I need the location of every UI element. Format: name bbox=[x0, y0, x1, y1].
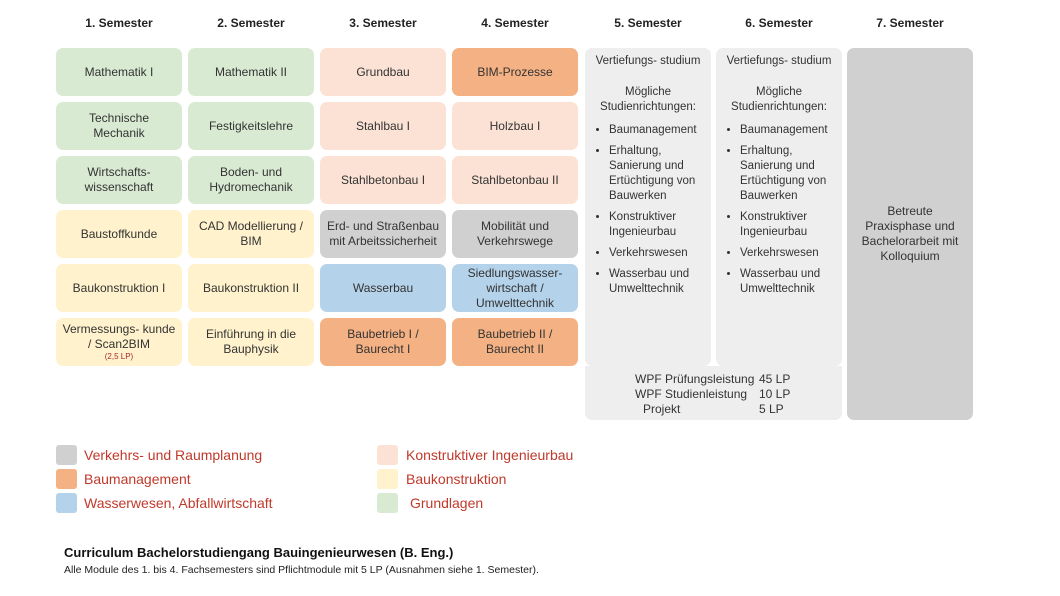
studienrichtungen-list: Baumanagement Erhaltung, Sanierung und E… bbox=[593, 123, 703, 297]
module-boden-hydromechanik: Boden- und Hydromechanik bbox=[188, 156, 314, 204]
wpf-value: 5 LP bbox=[759, 402, 784, 416]
wpf-row: WPF Prüfungsleistung 45 LP bbox=[635, 372, 790, 387]
semester-header-6: 6. Semester bbox=[745, 16, 813, 30]
vertiefungsstudium-semester-5: Vertiefungs- studium Mögliche Studienric… bbox=[585, 48, 711, 366]
module-vermessungskunde: Vermessungs- kunde / Scan2BIM (2,5 LP) bbox=[56, 318, 182, 366]
semester-header-4: 4. Semester bbox=[481, 16, 549, 30]
list-item: Konstruktiver Ingenieurbau bbox=[609, 210, 703, 240]
list-item: Baumanagement bbox=[609, 123, 703, 138]
module-cad-bim: CAD Modellierung / BIM bbox=[188, 210, 314, 258]
module-grundbau: Grundbau bbox=[320, 48, 446, 96]
legend-swatch-verkehr bbox=[56, 445, 77, 465]
module-bauphysik: Einführung in die Bauphysik bbox=[188, 318, 314, 366]
wpf-label: Projekt bbox=[643, 402, 681, 416]
legend-swatch-grundlagen bbox=[377, 493, 398, 513]
module-stahlbetonbau-2: Stahlbetonbau II bbox=[452, 156, 578, 204]
module-baubetrieb-1: Baubetrieb I / Baurecht I bbox=[320, 318, 446, 366]
legend-label-konstruktiv: Konstruktiver Ingenieurbau bbox=[406, 447, 574, 463]
caption-subtitle: Alle Module des 1. bis 4. Fachsemesters … bbox=[64, 564, 539, 576]
module-festigkeitslehre: Festigkeitslehre bbox=[188, 102, 314, 150]
wpf-value: 10 LP bbox=[759, 387, 791, 401]
legend-swatch-wasserwesen bbox=[56, 493, 77, 513]
module-praxisphase-bachelorarbeit: Betreute Praxisphase und Bachelorarbeit … bbox=[847, 48, 973, 420]
wpf-label: WPF Prüfungsleistung bbox=[635, 372, 755, 386]
semester-header-3: 3. Semester bbox=[349, 16, 417, 30]
vertiefung-title: Vertiefungs- studium bbox=[595, 55, 701, 67]
wpf-row: WPF Studienleistung 10 LP bbox=[635, 387, 790, 402]
module-technische-mechanik: Technische Mechanik bbox=[56, 102, 182, 150]
list-item: Erhaltung, Sanierung und Ertüchtigung vo… bbox=[740, 144, 834, 204]
module-baustoffkunde: Baustoffkunde bbox=[56, 210, 182, 258]
module-bim-prozesse: BIM-Prozesse bbox=[452, 48, 578, 96]
module-baubetrieb-2: Baubetrieb II / Baurecht II bbox=[452, 318, 578, 366]
module-stahlbetonbau-1: Stahlbetonbau I bbox=[320, 156, 446, 204]
semester-header-7: 7. Semester bbox=[876, 16, 944, 30]
semester-header-5: 5. Semester bbox=[614, 16, 682, 30]
vertiefungsstudium-semester-6: Vertiefungs- studium Mögliche Studienric… bbox=[716, 48, 842, 366]
studienrichtungen-list: Baumanagement Erhaltung, Sanierung und E… bbox=[724, 123, 834, 297]
module-stahlbau-1: Stahlbau I bbox=[320, 102, 446, 150]
legend-label-wasserwesen: Wasserwesen, Abfallwirtschaft bbox=[84, 495, 273, 511]
module-wasserbau: Wasserbau bbox=[320, 264, 446, 312]
legend-label-grundlagen: Grundlagen bbox=[410, 495, 484, 511]
legend-label-baumanagement: Baumanagement bbox=[84, 471, 191, 487]
legend-label-verkehr: Verkehrs- und Raumplanung bbox=[84, 447, 263, 463]
module-credit-note: (2,5 LP) bbox=[104, 352, 134, 361]
wpf-label: WPF Studienleistung bbox=[635, 387, 748, 401]
wpf-row: Projekt 5 LP bbox=[635, 402, 784, 417]
legend-swatch-konstruktiv bbox=[377, 445, 398, 465]
semester-header-2: 2. Semester bbox=[217, 16, 285, 30]
wpf-value: 45 LP bbox=[759, 372, 791, 386]
module-mobilitaet: Mobilität und Verkehrswege bbox=[452, 210, 578, 258]
legend-swatch-baumanagement bbox=[56, 469, 77, 489]
module-baukonstruktion-1: Baukonstruktion I bbox=[56, 264, 182, 312]
vertiefung-subtitle: Mögliche Studienrichtungen: bbox=[600, 86, 696, 113]
module-siedlungswasserwirtschaft: Siedlungswasser- wirtschaft / Umwelttech… bbox=[452, 264, 578, 312]
module-wirtschaftswissenschaft: Wirtschafts- wissenschaft bbox=[56, 156, 182, 204]
list-item: Verkehrswesen bbox=[609, 246, 703, 261]
vertiefung-subtitle: Mögliche Studienrichtungen: bbox=[731, 86, 827, 113]
module-mathematik-2: Mathematik II bbox=[188, 48, 314, 96]
vertiefung-title: Vertiefungs- studium bbox=[726, 55, 832, 67]
list-item: Verkehrswesen bbox=[740, 246, 834, 261]
caption-title: Curriculum Bachelorstudiengang Bauingeni… bbox=[64, 545, 454, 560]
wpf-panel: WPF Prüfungsleistung 45 LP WPF Studienlei… bbox=[585, 366, 842, 420]
module-baukonstruktion-2: Baukonstruktion II bbox=[188, 264, 314, 312]
list-item: Erhaltung, Sanierung und Ertüchtigung vo… bbox=[609, 144, 703, 204]
legend-label-baukonstruktion: Baukonstruktion bbox=[406, 471, 507, 487]
list-item: Wasserbau und Umwelttechnik bbox=[740, 267, 834, 297]
module-holzbau-1: Holzbau I bbox=[452, 102, 578, 150]
semester-header-1: 1. Semester bbox=[85, 16, 153, 30]
module-mathematik-1: Mathematik I bbox=[56, 48, 182, 96]
list-item: Konstruktiver Ingenieurbau bbox=[740, 210, 834, 240]
list-item: Wasserbau und Umwelttechnik bbox=[609, 267, 703, 297]
list-item: Baumanagement bbox=[740, 123, 834, 138]
legend-swatch-baukonstruktion bbox=[377, 469, 398, 489]
module-erd-strassenbau: Erd- und Straßenbau mit Arbeitssicherhei… bbox=[320, 210, 446, 258]
